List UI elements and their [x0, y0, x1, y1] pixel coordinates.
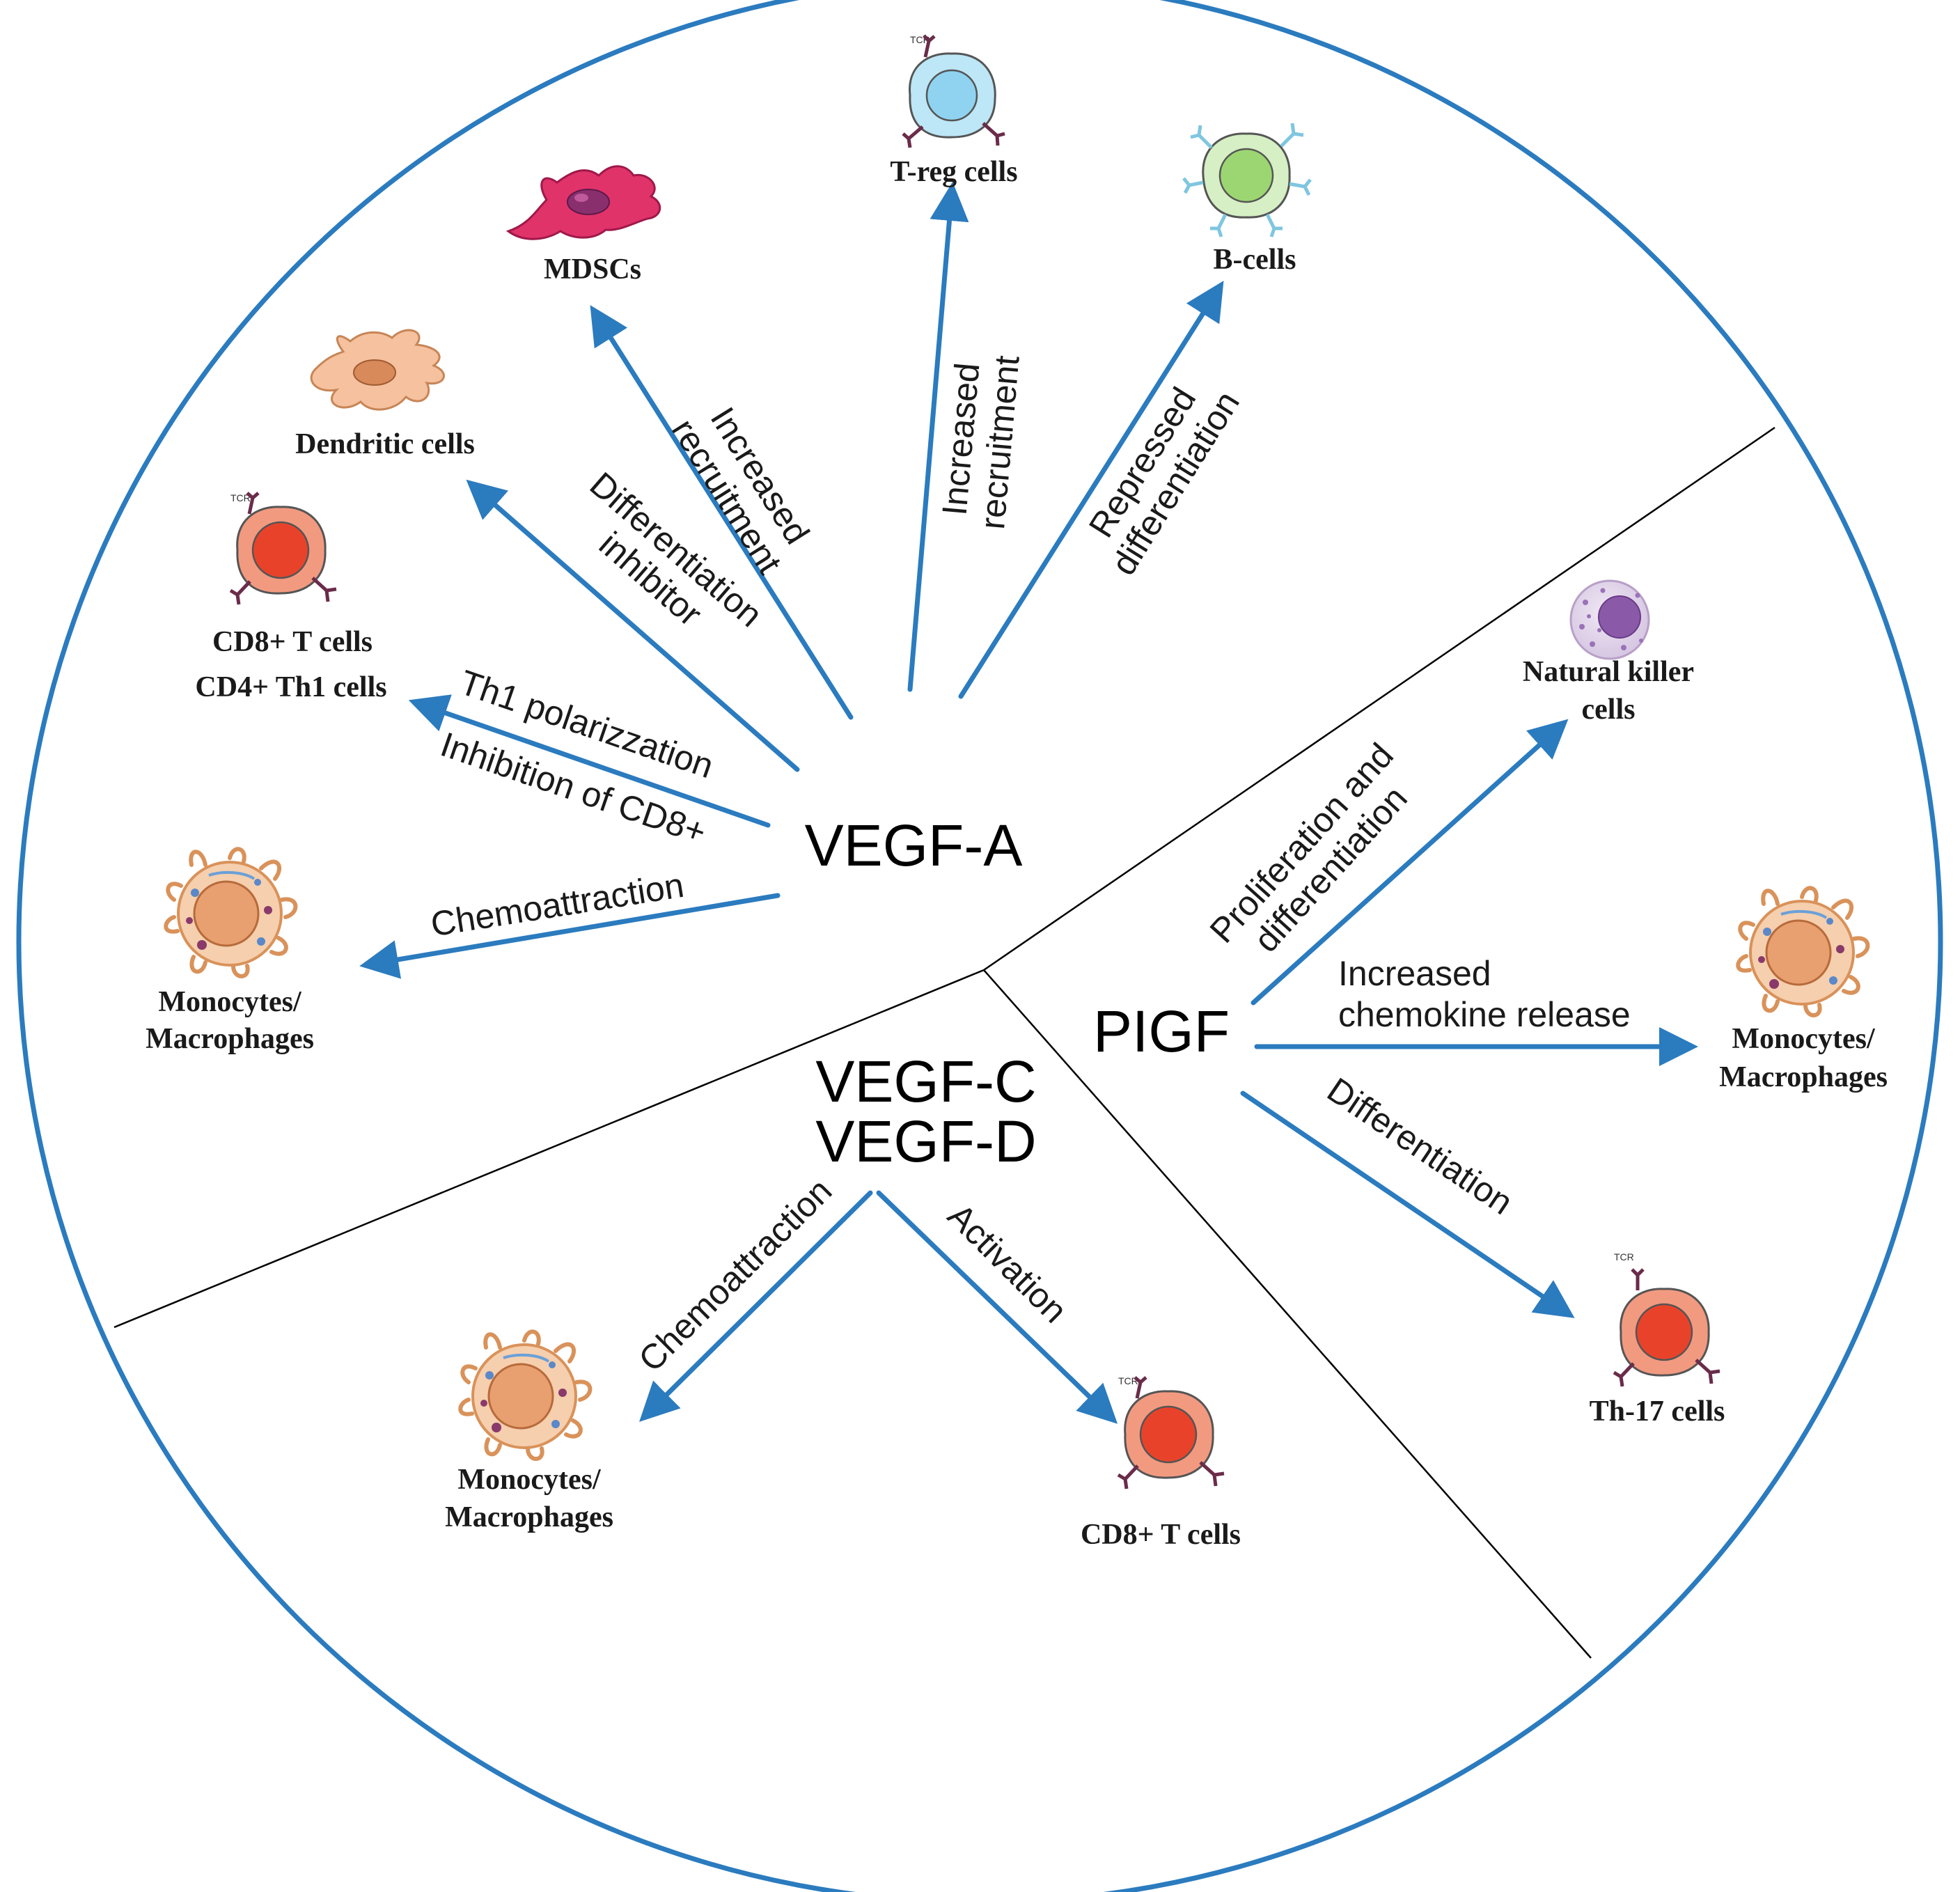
treg-cell-icon: TCR [902, 34, 1005, 148]
th17-cell-icon: TCR [1613, 1251, 1720, 1387]
arrow-to-bcells [958, 281, 1224, 699]
dendritic-cell-icon [310, 329, 445, 411]
arrow-to-dendritic [466, 479, 800, 772]
label-th17: Th-17 cells [1590, 1395, 1725, 1428]
edge-chemoattraction-c: Chemoattraction [631, 1171, 839, 1379]
label-mono-p-line2: Macrophages [1719, 1061, 1888, 1093]
label-bcells: B-cells [1214, 244, 1296, 276]
tcr-label: TCR [1614, 1251, 1634, 1262]
cd8-cd4-cell-icon: TCR [229, 492, 337, 605]
divider-left [113, 969, 985, 1329]
label-cd8-cd4-line1: CD8+ T cells [212, 626, 373, 658]
label-mono-a-line1: Monocytes/ [158, 986, 302, 1018]
hub-vegf-d: VEGF-D [815, 1109, 1036, 1174]
label-nk-line2: cells [1582, 694, 1636, 726]
label-cd8-cd4-line2: CD4+ Th1 cells [195, 671, 386, 703]
hub-vegf-c: VEGF-C [815, 1049, 1036, 1114]
edge-pigf-mono-line1: Increased [1338, 954, 1491, 993]
label-treg: T-reg cells [890, 156, 1017, 188]
arrow-to-cd8-cd4 [408, 694, 771, 828]
label-mono-c-line2: Macrophages [445, 1501, 613, 1533]
macrophage-icon-c [458, 1329, 593, 1461]
macrophage-icon-p [1736, 886, 1870, 1017]
label-dendritic: Dendritic cells [295, 428, 475, 460]
arrow-to-mono-c [639, 1190, 873, 1422]
label-mono-p-line1: Monocytes/ [1732, 1023, 1876, 1055]
divider-lower-right [983, 969, 1592, 1659]
hub-vegf-a: VEGF-A [805, 813, 1023, 878]
cd8-cell-icon-c: TCR [1117, 1375, 1225, 1490]
edge-activation: Activation [941, 1196, 1075, 1331]
mdsc-cell-icon [505, 165, 661, 240]
nk-cell-icon [1569, 579, 1650, 660]
arrow-to-treg [907, 182, 969, 692]
arrow-to-cd8-c [876, 1190, 1118, 1424]
arrow-to-mono-a [359, 893, 781, 979]
label-cd8-c: CD8+ T cells [1081, 1519, 1241, 1551]
label-mono-c-line1: Monocytes/ [457, 1464, 602, 1496]
tcr-label: TCR [230, 492, 251, 503]
outer-circle [16, 0, 1943, 1892]
label-mdsc: MDSCs [544, 253, 641, 286]
label-mono-a-line2: Macrophages [146, 1023, 314, 1055]
tcr-label: TCR [1118, 1375, 1138, 1386]
arrow-to-nk [1251, 719, 1569, 1006]
hub-pigf: PIGF [1093, 999, 1230, 1064]
edge-th17-differentiation: Differentiation [1320, 1070, 1519, 1222]
edge-pigf-mono-line2: chemokine release [1338, 995, 1631, 1034]
sector-dividers [113, 426, 1775, 1659]
arrow-to-mdsc [590, 305, 854, 720]
arrows [359, 182, 1698, 1424]
arrow-to-th17 [1240, 1090, 1575, 1318]
macrophage-icon-a [164, 847, 298, 978]
bcell-icon [1182, 123, 1312, 237]
label-nk-line1: Natural killer [1523, 656, 1694, 688]
divider-upper-right [983, 426, 1775, 971]
